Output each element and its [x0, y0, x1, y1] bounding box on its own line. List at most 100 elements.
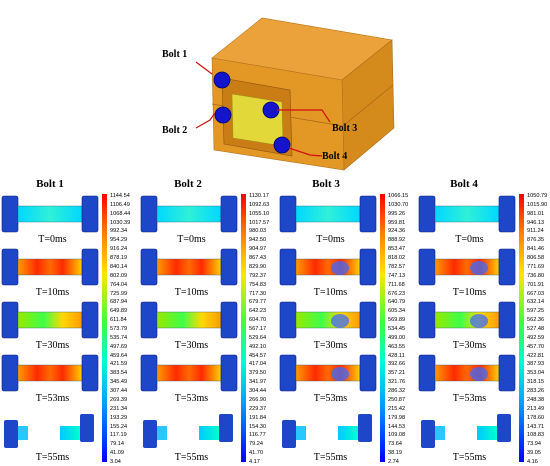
- scale-tick-label: 492.59: [527, 334, 545, 341]
- stress-frame: T=53ms: [417, 352, 517, 406]
- time-label: T=30ms: [35, 340, 70, 351]
- bolt-4-stress-shape: [421, 414, 511, 448]
- scale-tick-label: 269.39: [110, 396, 128, 403]
- inner-plate: [231, 93, 284, 147]
- stress-frame: T=30ms: [417, 299, 517, 353]
- scale-tick-label: 771.69: [527, 263, 545, 270]
- scale-tick-label: 1144.54: [110, 193, 130, 199]
- scale-tick-label: 179.98: [388, 414, 406, 421]
- scale-tick-label: 876.35: [527, 237, 545, 244]
- bolt-4-stress-shape: [418, 248, 516, 286]
- time-label: T=53ms: [313, 393, 348, 404]
- column-title-bolt-4: Bolt 4: [450, 178, 478, 190]
- scale-tick-label: 231.34: [110, 405, 128, 412]
- scale-tick-label: 1055.10: [249, 210, 270, 217]
- scale-tick-label: 154.30: [249, 423, 267, 430]
- scale-tick-label: 457.70: [527, 343, 545, 350]
- scale-tick-label: 1068.44: [110, 210, 131, 217]
- time-label: T=30ms: [174, 340, 209, 351]
- stress-frame: T=55ms: [417, 408, 517, 463]
- time-label: T=53ms: [452, 393, 487, 404]
- stress-frame: T=55ms: [0, 408, 100, 463]
- scale-tick-label: 924.36: [388, 228, 406, 235]
- scale-tick-label: 4.17: [249, 459, 260, 465]
- scale-tick-label: 841.46: [527, 246, 545, 253]
- scale-tick-label: 529.64: [249, 334, 267, 341]
- bolt-2-stress-shape: [140, 354, 238, 392]
- scale-tick-label: 321.76: [388, 379, 406, 386]
- scale-tick-label: 736.80: [527, 272, 545, 279]
- bolt-1-leader: [195, 61, 213, 75]
- scale-tick-label: 79.14: [110, 441, 124, 448]
- scale-tick-label: 283.26: [527, 388, 545, 395]
- scale-tick-label: 379.50: [249, 370, 267, 377]
- scale-tick-label: 981.01: [527, 210, 545, 217]
- time-label: T=10ms: [174, 287, 209, 298]
- scale-tick-label: 605.34: [388, 308, 406, 315]
- scale-tick-label: 383.54: [110, 370, 128, 377]
- column-title-bolt-1: Bolt 1: [36, 178, 64, 190]
- scale-tick-label: 459.64: [110, 352, 128, 359]
- scale-tick-label: 286.32: [388, 388, 406, 395]
- scale-tick-label: 916.24: [110, 246, 128, 253]
- bolt-2-stress-shape: [140, 301, 238, 339]
- scale-tick-label: 725.99: [110, 290, 128, 297]
- scale-tick-label: 806.58: [527, 255, 545, 262]
- stress-frame: T=10ms: [278, 246, 378, 300]
- stress-frame: T=55ms: [139, 408, 239, 463]
- scale-tick-label: 73.64: [388, 441, 402, 448]
- time-label: T=10ms: [313, 287, 348, 298]
- stress-frame: T=30ms: [139, 299, 239, 353]
- scale-tick-label: 942.50: [249, 237, 267, 244]
- bolt-3-stress-shape: [279, 248, 377, 286]
- scale-tick-label: 318.15: [527, 379, 545, 386]
- time-label: T=0ms: [316, 234, 345, 245]
- scale-tick-label: 155.24: [110, 423, 128, 430]
- scale-tick-label: 353.04: [527, 370, 545, 377]
- scale-tick-label: 345.49: [110, 379, 128, 386]
- bolt-3-stress-shape: [279, 195, 377, 233]
- scale-tick-label: 392.66: [388, 361, 406, 368]
- time-label: T=0ms: [455, 234, 484, 245]
- scale-tick-label: 946.13: [527, 219, 545, 226]
- scale-tick-label: 792.37: [249, 272, 267, 279]
- scale-tick-label: 711.68: [388, 281, 405, 288]
- scale-tick-label: 1106.49: [110, 201, 130, 208]
- stress-colorbar: [102, 194, 107, 462]
- bolt-1-stress-shape: [4, 414, 94, 448]
- scale-tick-label: 213.49: [527, 405, 545, 412]
- stress-frame: T=30ms: [278, 299, 378, 353]
- scale-tick-label: 679.77: [249, 299, 267, 306]
- bolt-4-stress-shape: [418, 301, 516, 339]
- time-label: T=55ms: [313, 452, 348, 463]
- scale-tick-label: 867.43: [249, 255, 267, 262]
- scale-tick-label: 215.42: [388, 405, 406, 412]
- stress-frame: T=53ms: [139, 352, 239, 406]
- bolt-2-stress-shape: [140, 248, 238, 286]
- scale-tick-label: 387.93: [527, 361, 545, 368]
- scale-tick-label: 41.70: [249, 450, 263, 457]
- scale-tick-label: 562.36: [527, 317, 545, 324]
- scale-tick-label: 79.24: [249, 441, 263, 448]
- scale-tick-label: 604.70: [249, 317, 267, 324]
- scale-tick-label: 954.29: [110, 237, 128, 244]
- scale-tick-label: 642.23: [249, 308, 267, 315]
- scale-tick-label: 534.45: [388, 326, 406, 332]
- scale-tick-label: 567.17: [249, 326, 267, 332]
- bolt-1-stress-shape: [1, 195, 99, 233]
- scale-tick-label: 41.09: [110, 450, 124, 457]
- scale-tick-label: 527.48: [527, 326, 545, 332]
- scale-tick-label: 687.94: [110, 299, 128, 306]
- stress-colorbar: [519, 194, 524, 462]
- scale-tick-label: 497.69: [110, 343, 128, 350]
- stress-colorbar: [380, 194, 385, 462]
- scale-tick-label: 640.79: [388, 299, 406, 306]
- scale-tick-label: 911.24: [527, 228, 544, 235]
- column-title-bolt-3: Bolt 3: [312, 178, 340, 190]
- scale-tick-label: 667.03: [527, 290, 545, 297]
- bolt-4-stress-shape: [418, 195, 516, 233]
- bolt-1-stress-shape: [1, 248, 99, 286]
- bolt-4-head: [273, 136, 291, 154]
